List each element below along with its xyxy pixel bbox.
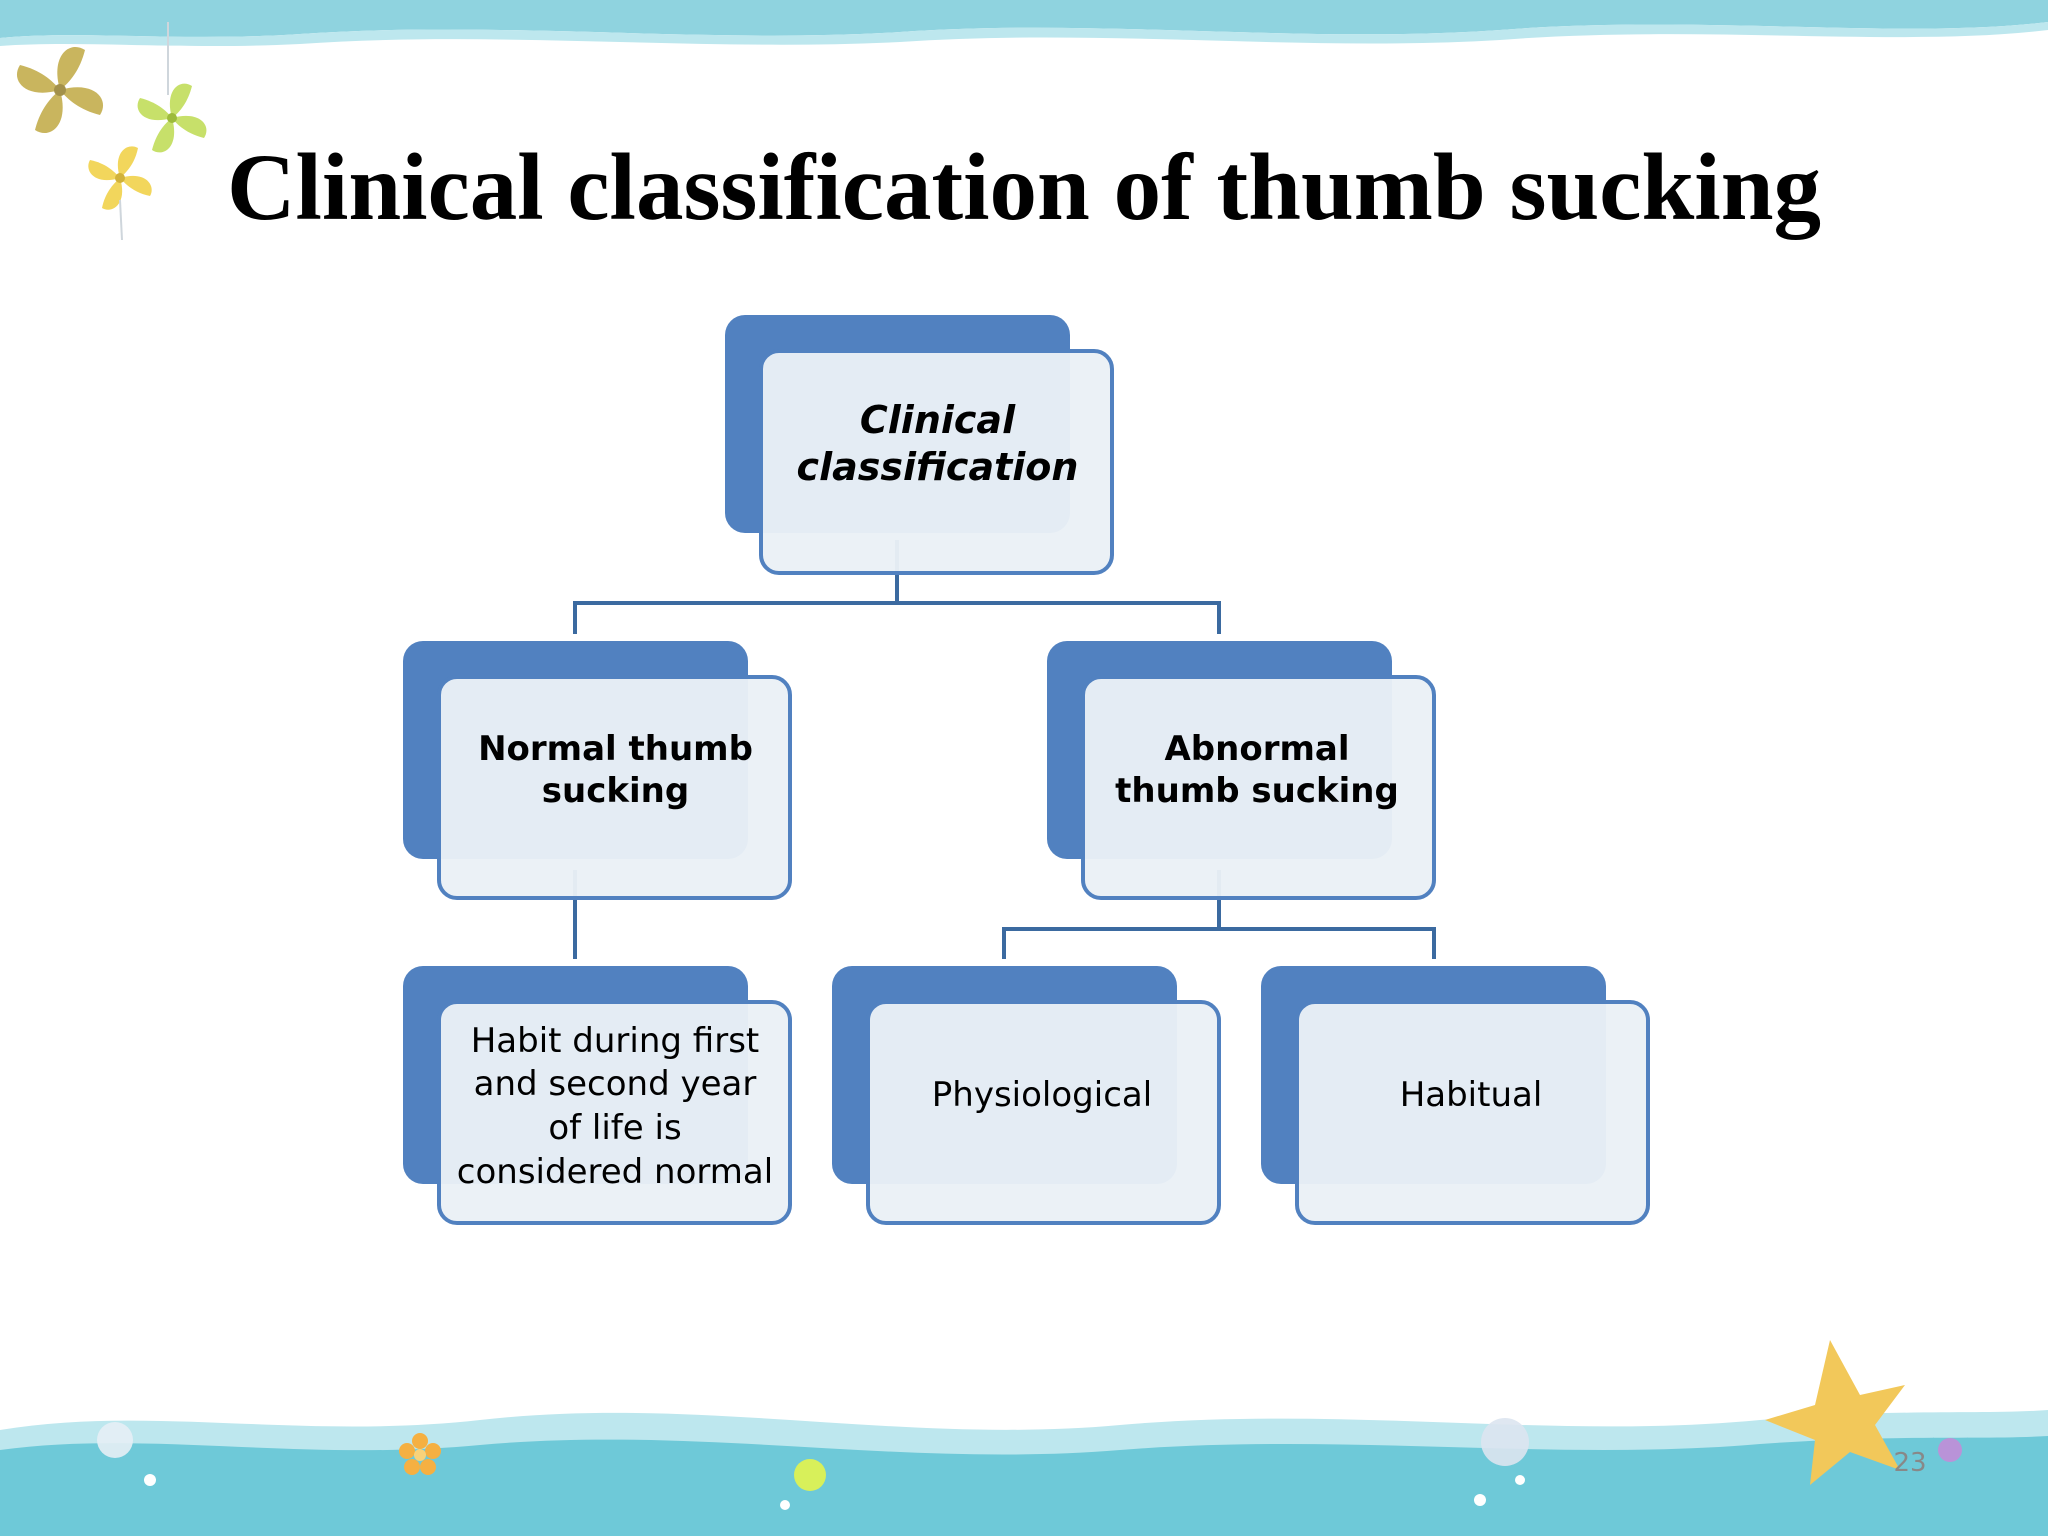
node-label: Habitual — [1399, 1074, 1543, 1115]
page-number: 23 — [1893, 1448, 1927, 1478]
node-normal-thumb-sucking: Normal thumb sucking — [403, 641, 792, 900]
bottom-wave — [0, 1436, 2048, 1536]
node-front — [759, 349, 1114, 575]
node-clinical-classification: Clinical classification — [725, 315, 1114, 575]
node-label: Habit during first and second year of li… — [456, 1020, 774, 1192]
starfish-icon — [1765, 1340, 1905, 1485]
node-label: Physiological — [931, 1074, 1153, 1115]
top-wave-highlight — [0, 22, 2048, 46]
node-front — [437, 1000, 792, 1225]
slide-title: Clinical classification of thumb sucking — [226, 134, 1822, 240]
node-label: Clinical classification — [796, 397, 1079, 490]
node-label: Normal thumb sucking — [478, 728, 753, 812]
node-label: Abnormal thumb sucking — [1115, 728, 1399, 812]
flower-icon — [399, 1433, 441, 1475]
node-habitual: Habitual — [1261, 966, 1650, 1225]
node-front — [866, 1000, 1221, 1225]
bubble-icon — [1474, 1494, 1486, 1506]
pinwheel-icon — [16, 46, 104, 134]
node-front — [1081, 675, 1436, 900]
node-physiological: Physiological — [832, 966, 1221, 1225]
top-wave — [0, 0, 2048, 38]
bubble-icon — [1481, 1418, 1529, 1466]
bubble-icon — [144, 1474, 156, 1486]
pinwheel-icon — [88, 146, 152, 210]
bubble-icon — [1938, 1438, 1962, 1462]
bubble-icon — [1515, 1475, 1525, 1485]
node-front — [1295, 1000, 1650, 1225]
bubble-icon — [794, 1459, 826, 1491]
node-normal-detail: Habit during first and second year of li… — [403, 966, 792, 1225]
bubble-icon — [97, 1422, 133, 1458]
node-abnormal-thumb-sucking: Abnormal thumb sucking — [1047, 641, 1436, 900]
bubble-icon — [780, 1500, 790, 1510]
pinwheel-icon — [137, 83, 207, 153]
node-front — [437, 675, 792, 900]
